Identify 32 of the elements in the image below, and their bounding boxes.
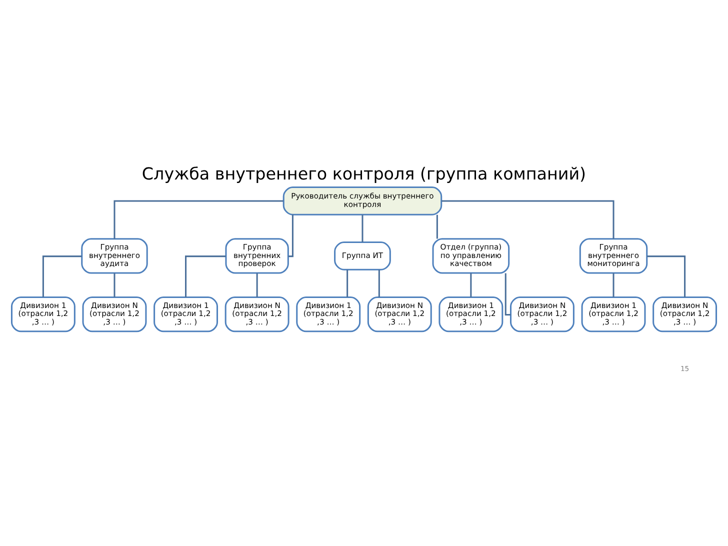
node-box: Группа ИТ [334, 242, 391, 270]
node-box: Дивизион N (отрасли 1,2 ,3 … ) [367, 296, 432, 332]
connector [436, 214, 438, 239]
node-box: Дивизион N (отрасли 1,2 ,3 … ) [82, 296, 147, 332]
node-box: Руководитель службы внутреннего контроля [282, 186, 442, 216]
node-box: Дивизион 1 (отрасли 1,2 ,3 … ) [581, 296, 646, 332]
node-box: Группа внутреннего аудита [81, 238, 148, 274]
diagram-title: Служба внутреннего контроля (группа компаний) [142, 164, 586, 184]
connector [346, 270, 348, 298]
node-box: Дивизион 1 (отрасли 1,2 ,3 … ) [10, 296, 76, 332]
connector [288, 214, 294, 258]
connector [504, 273, 511, 316]
connector [378, 270, 380, 298]
node-box: Дивизион 1 (отрасли 1,2 ,3 … ) [154, 296, 218, 332]
connector [114, 273, 116, 298]
connector [42, 256, 82, 298]
connector [442, 200, 614, 239]
node-box: Группа внутреннего мониторинга [579, 238, 648, 274]
connector [612, 273, 614, 298]
connector [470, 273, 472, 298]
node-box: Группа внутренних проверок [225, 238, 289, 274]
node-box: Отдел (группа) по управлению качеством [432, 238, 510, 274]
node-box: Дивизион N (отрасли 1,2 ,3 … ) [510, 296, 574, 332]
node-box: Дивизион 1 (отрасли 1,2 ,3 … ) [438, 296, 504, 332]
connector [362, 214, 364, 242]
node-box: Дивизион 1 (отрасли 1,2 ,3 … ) [296, 296, 361, 332]
connector [256, 273, 258, 298]
connector [114, 200, 284, 239]
node-box: Дивизион N (отрасли 1,2 ,3 … ) [224, 296, 290, 332]
connector [647, 256, 686, 298]
connector [185, 256, 226, 298]
node-box: Дивизион N (отрасли 1,2 ,3 … ) [652, 296, 718, 332]
